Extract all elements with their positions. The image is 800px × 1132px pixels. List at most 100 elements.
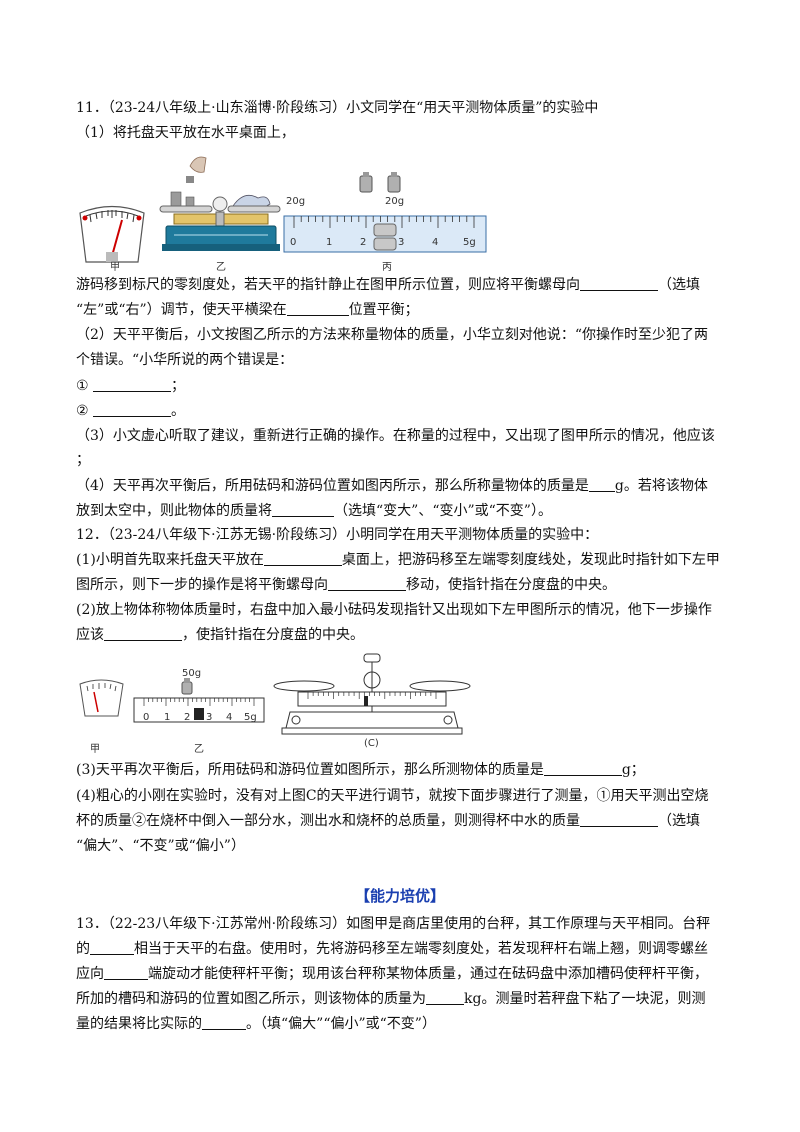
q13-text: 所加的槽码和游码的位置如图乙所示，则该物体的质量为 bbox=[76, 991, 426, 1007]
answer-blank[interactable] bbox=[90, 940, 134, 955]
q11-scale-2: 2 bbox=[360, 237, 367, 248]
q11-text: g。若将该物体 bbox=[614, 478, 708, 494]
q12-text: 桌面上，把游码移至左端零刻度线处，发现此时指针如下左甲 bbox=[341, 552, 720, 568]
answer-blank[interactable] bbox=[543, 761, 622, 776]
q11-text: （4）天平再次平衡后，所用砝码和游码位置如图丙所示，那么所称量物体的质量是 bbox=[76, 478, 589, 494]
q12-caption-jia: 甲 bbox=[90, 744, 100, 755]
q13-text: kg。测量时若秤盘下粘了一块泥，则测 bbox=[464, 991, 706, 1007]
answer-blank[interactable] bbox=[580, 276, 658, 291]
answer-blank[interactable] bbox=[588, 477, 615, 492]
q11-text: （选填“变大”、“变小”或“不变”）。 bbox=[334, 503, 552, 519]
q11-error-2: ② 。 bbox=[76, 401, 726, 421]
q11-balance-yi bbox=[159, 156, 281, 251]
q12-scale-yi bbox=[133, 678, 265, 723]
q12-text: 应该 bbox=[76, 627, 104, 643]
q12-scale-5: 5g bbox=[244, 712, 257, 723]
q11-text: 。 bbox=[171, 403, 186, 419]
q11-text: “左”或“右”）调节，使天平横梁在 bbox=[76, 302, 287, 318]
answer-blank[interactable] bbox=[328, 576, 406, 591]
q12-balance-c bbox=[273, 653, 471, 735]
q11-text: ； bbox=[171, 378, 186, 394]
q13-line1: 13．（22-23八年级下·江苏常州·阶段练习）如图甲是商店里使用的台秤，其工作… bbox=[76, 916, 711, 932]
q12-part4-cont: 杯的质量②在烧杯中倒入一部分水，测出水和烧杯的总质量，则测得杯中水的质量 （选填 bbox=[76, 811, 726, 831]
q12-text: 移动，使指针指在分度盘的中央。 bbox=[406, 577, 616, 593]
q11-part4: （4）天平再次平衡后，所用砝码和游码位置如图丙所示，那么所称量物体的质量是 g。若… bbox=[76, 476, 726, 496]
q12-caption-c: (C) bbox=[364, 738, 379, 749]
q11-text: ① bbox=[76, 378, 89, 394]
q13-line4: 所加的槽码和游码的位置如图乙所示，则该物体的质量为 kg。测量时若秤盘下粘了一块泥… bbox=[76, 989, 726, 1009]
answer-blank[interactable] bbox=[286, 301, 349, 316]
q11-caption-bing: 丙 bbox=[382, 262, 392, 273]
q11-scale-0: 0 bbox=[290, 237, 297, 248]
q11-scale-bing bbox=[283, 172, 487, 253]
q11-part3: （3）小文虚心听取了建议，重新进行正确的操作。在称量的过程中，又出现了图甲所示的… bbox=[76, 428, 715, 444]
answer-blank[interactable] bbox=[104, 965, 148, 980]
q13-line2: 的相当于天平的右盘。使用时，先将游码移至左端零刻度处，若发现秤杆右端上翘，则调零… bbox=[76, 939, 726, 959]
q12-part2: (2)放上物体称物体质量时，右盘中加入最小砝码发现指针又出现如下左甲图所示的情况… bbox=[76, 602, 712, 618]
q12-text: ，使指针指在分度盘的中央。 bbox=[182, 627, 364, 643]
q12-scale-2: 2 bbox=[184, 712, 191, 723]
q12-part2-cont: 应该 ，使指针指在分度盘的中央。 bbox=[76, 625, 726, 645]
q12-scale-1: 1 bbox=[164, 712, 171, 723]
q11-part2-cont: 个错误。“小华所说的两个错误是： bbox=[76, 352, 294, 368]
q13-text: 应向 bbox=[76, 966, 104, 982]
q11-text: 游码移到标尺的零刻度处，若天平的指针静止在图甲所示位置，则应将平衡螺母向 bbox=[76, 277, 580, 293]
q11-text: 位置平衡； bbox=[348, 302, 419, 318]
q11-text: 放到太空中，则此物体的质量将 bbox=[76, 503, 272, 519]
q11-scale-4: 4 bbox=[432, 237, 439, 248]
q12-part1-cont: 图所示，则下一步的操作是将平衡螺母向 移动，使指针指在分度盘的中央。 bbox=[76, 575, 726, 595]
q11-caption-jia: 甲 bbox=[110, 262, 120, 273]
q11-part4-cont: 放到太空中，则此物体的质量将 （选填“变大”、“变小”或“不变”）。 bbox=[76, 501, 726, 521]
q12-text: (1)小明首先取来托盘天平放在 bbox=[76, 552, 264, 568]
q12-heading: 12．（23-24八年级下·江苏无锡·阶段练习）小明同学在用天平测物体质量的实验… bbox=[76, 527, 599, 543]
q11-caption-yi: 乙 bbox=[216, 262, 226, 273]
q13-line5: 量的结果将比实际的 。（填“偏大”“偏小”或“不变”） bbox=[76, 1014, 726, 1034]
q11-error-1: ① ； bbox=[76, 376, 726, 396]
q11-part1-cont: 游码移到标尺的零刻度处，若天平的指针静止在图甲所示位置，则应将平衡螺母向 （选填 bbox=[76, 275, 726, 295]
q12-scale-3: 3 bbox=[206, 712, 213, 723]
q11-part1: （1）将托盘天平放在水平桌面上， bbox=[76, 125, 295, 141]
q11-part3-cont: ； bbox=[76, 452, 90, 468]
q12-caption-yi: 乙 bbox=[194, 744, 204, 755]
q11-text: （选填 bbox=[658, 277, 700, 293]
q12-weight: 50g bbox=[182, 668, 202, 679]
q11-figure bbox=[79, 156, 487, 263]
q11-dial-jia bbox=[79, 205, 145, 263]
q12-dial-jia bbox=[79, 679, 124, 717]
answer-blank[interactable] bbox=[202, 1015, 246, 1030]
q13-line3: 应向 端旋动才能使秤杆平衡；现用该台秤称某物体质量，通过在砝码盘中添加槽码使秤杆平… bbox=[76, 964, 726, 984]
q11-weight-2: 20g bbox=[385, 196, 405, 207]
q12-part4-cont2: “偏大”、“不变”或“偏小”） bbox=[76, 838, 245, 854]
q11-text: ② bbox=[76, 403, 89, 419]
q11-scale-1: 1 bbox=[326, 237, 333, 248]
answer-blank[interactable] bbox=[272, 502, 334, 517]
q12-scale-4: 4 bbox=[226, 712, 233, 723]
q12-part1: (1)小明首先取来托盘天平放在 桌面上，把游码移至左端零刻度线处，发现此时指针如下… bbox=[76, 550, 726, 570]
answer-blank[interactable] bbox=[93, 402, 172, 417]
q11-scale-5: 5g bbox=[463, 237, 476, 248]
answer-blank[interactable] bbox=[580, 812, 658, 827]
answer-blank[interactable] bbox=[93, 377, 172, 392]
answer-blank[interactable] bbox=[263, 551, 342, 566]
q12-figure bbox=[79, 653, 471, 735]
q12-text: （选填 bbox=[658, 813, 700, 829]
q13-text: 量的结果将比实际的 bbox=[76, 1016, 202, 1032]
q11-part1-cont2: “左”或“右”）调节，使天平横梁在 位置平衡； bbox=[76, 300, 726, 320]
q11-scale-3: 3 bbox=[398, 237, 405, 248]
q12-text: 杯的质量②在烧杯中倒入一部分水，测出水和烧杯的总质量，则测得杯中水的质量 bbox=[76, 813, 580, 829]
q11-weight-1: 20g bbox=[286, 196, 306, 207]
q12-scale-0: 0 bbox=[143, 712, 150, 723]
q12-part4: (4)粗心的小刚在实验时，没有对上图C的天平进行调节，就按下面步骤进行了测量，①… bbox=[76, 788, 709, 804]
q13-text: 端旋动才能使秤杆平衡；现用该台秤称某物体质量，通过在砝码盘中添加槽码使秤杆平衡， bbox=[148, 966, 708, 982]
q12-text: 图所示，则下一步的操作是将平衡螺母向 bbox=[76, 577, 328, 593]
q13-text: 的 bbox=[76, 941, 90, 957]
answer-blank[interactable] bbox=[104, 626, 182, 641]
answer-blank[interactable] bbox=[426, 990, 464, 1005]
section-title: 【能力培优】 bbox=[354, 887, 445, 905]
q13-text: 。（填“偏大”“偏小”或“不变”） bbox=[246, 1016, 436, 1032]
q11-part2: （2）天平平衡后，小文按图乙所示的方法来称量物体的质量，小华立刻对他说：“你操作… bbox=[76, 327, 709, 343]
q12-text: g； bbox=[621, 762, 645, 778]
q11-heading: 11．（23-24八年级上·山东淄博·阶段练习）小文同学在“用天平测物体质量”的… bbox=[76, 100, 599, 116]
